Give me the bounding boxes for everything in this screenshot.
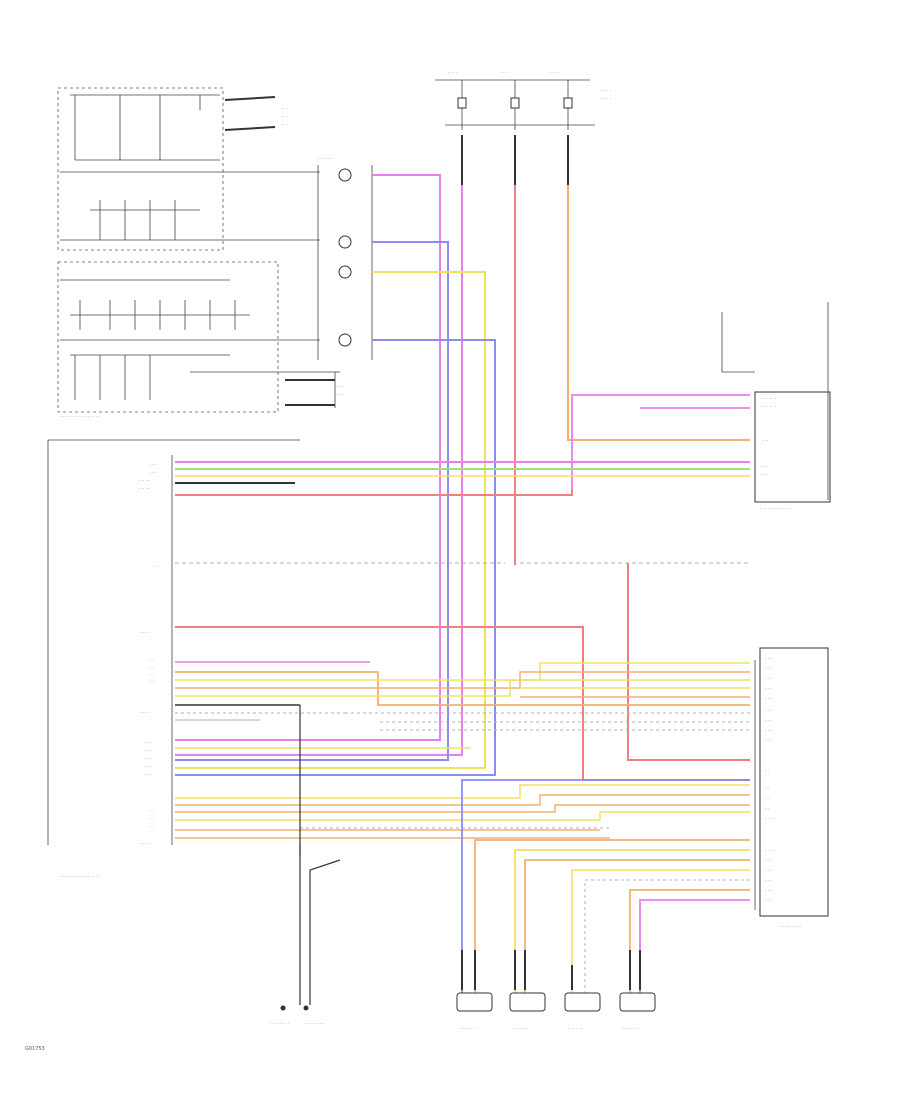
audio-system-box <box>759 647 829 917</box>
diagram-code: G01753 <box>25 1046 45 1052</box>
audio-wires <box>175 661 750 839</box>
svg-text:· · ·: · · · <box>765 868 771 873</box>
svg-text:· · · · · ·: · · · · · · <box>568 1026 582 1031</box>
fuse-1 <box>457 97 467 109</box>
svg-text:· · · ·: · · · · <box>602 96 611 101</box>
svg-text:· · · · ·: · · · · · <box>138 486 149 491</box>
svg-text:· · · · · · · · · · · · · · ·: · · · · · · · · · · · · · · · · <box>60 874 99 879</box>
svg-text:· ·: · · <box>150 824 154 829</box>
ground-wires: · · · · · · · · · · · · · · · · <box>270 705 341 1026</box>
svg-text:· · · · ·: · · · · · <box>138 478 149 483</box>
upper-switch-assembly: · · · · · · · · · <box>57 87 320 251</box>
svg-text:· · ·: · · · <box>145 748 151 753</box>
svg-text:· ·: · · <box>765 768 769 773</box>
svg-text:· · ·: · · · <box>145 756 151 761</box>
fuse-block: · · · · · · · · · · · · · · · · · · · · <box>435 70 611 130</box>
svg-text:· ·: · · <box>765 806 769 811</box>
splice-connector-3 <box>338 265 352 279</box>
svg-text:· ·: · · <box>765 796 769 801</box>
svg-text:· · ·: · · · <box>765 686 771 691</box>
svg-text:· · · ·: · · · · <box>448 70 457 75</box>
audio-system-module: · · · · · · · · · · · · · · · · · · · · … <box>754 647 829 929</box>
svg-text:· · ·: · · · <box>338 384 344 389</box>
svg-text:· · ·: · · · <box>765 718 771 723</box>
svg-text:· · · ·: · · · · <box>765 816 774 821</box>
svg-text:· ·: · · <box>765 786 769 791</box>
svg-text:· · · · · ·: · · · · · · <box>762 404 776 409</box>
subwoofer-module: · · · · · · · · · · · · · · · · · · · · … <box>721 302 831 511</box>
svg-text:· ·: · · <box>150 658 154 663</box>
svg-text:· · ·: · · · <box>765 878 771 883</box>
svg-text:· · ·: · · · <box>765 696 771 701</box>
svg-text:· ·: · · <box>150 808 154 813</box>
svg-text:· · ·: · · · <box>765 728 771 733</box>
svg-text:· · ·: · · · <box>765 888 771 893</box>
svg-text:· · ·: · · · <box>765 666 771 671</box>
svg-text:· · · ·: · · · · <box>140 710 149 715</box>
control-wires <box>175 174 496 776</box>
svg-text:· · ·: · · · <box>282 114 288 119</box>
subwoofer-wires <box>175 394 750 496</box>
ground-point-2 <box>303 1005 309 1011</box>
speaker-wires <box>461 779 750 1000</box>
ground-point-1 <box>280 1005 286 1011</box>
svg-text:· · ·: · · · <box>282 106 288 111</box>
svg-text:· · ·: · · · <box>762 438 768 443</box>
speaker-3 <box>564 992 601 1012</box>
lower-switch-assembly: · · · · · · · · · · · · · · · · · · · · … <box>57 261 344 419</box>
svg-text:· · · · · · · · ·: · · · · · · · · · <box>780 924 802 929</box>
control-module: · · · · · · · · · · · · · · · · · · · · … <box>47 439 300 879</box>
splice-connector-4 <box>338 333 352 347</box>
svg-text:· · · · · ·: · · · · · · <box>623 1026 637 1031</box>
svg-text:· · ·: · · · <box>338 392 344 397</box>
speakers: · · · · · · · · · · · · · · · · · · · · … <box>456 992 656 1031</box>
svg-text:· · ·: · · · <box>145 764 151 769</box>
svg-text:· · · · · ·: · · · · · · <box>513 1026 527 1031</box>
svg-text:· · · ·: · · · · <box>550 70 559 75</box>
fuse-3 <box>563 97 573 109</box>
svg-text:· · ·: · · · <box>765 676 771 681</box>
svg-text:· · ·: · · · <box>150 470 156 475</box>
svg-text:· · ·: · · · <box>150 462 156 467</box>
svg-text:· · · · · · · ·: · · · · · · · · <box>270 1021 289 1026</box>
svg-text:· ·: · · <box>150 816 154 821</box>
svg-text:· ·: · · <box>155 564 159 569</box>
svg-text:· · ·: · · · <box>145 740 151 745</box>
svg-text:· · · ·: · · · · <box>140 841 149 846</box>
svg-text:· · ·: · · · <box>765 656 771 661</box>
svg-text:· · · · · ·: · · · · · · <box>460 1026 474 1031</box>
svg-text:· · · · · ·: · · · · · · <box>762 396 776 401</box>
fuse-2 <box>510 97 520 109</box>
svg-text:· · ·: · · · <box>145 772 151 777</box>
svg-text:· · ·: · · · <box>765 738 771 743</box>
svg-text:· · · ·: · · · · <box>140 630 149 635</box>
upper-switch-box <box>57 87 224 251</box>
splice-connector-1 <box>338 168 352 182</box>
svg-text:· · · · · · · ·: · · · · · · · · <box>305 1021 324 1026</box>
svg-text:· · · ·: · · · · <box>765 848 774 853</box>
svg-text:· ·: · · <box>150 672 154 677</box>
svg-text:· · ·: · · · <box>765 708 771 713</box>
svg-text:· · · ·: · · · · <box>602 88 611 93</box>
svg-text:· · ·: · · · <box>765 898 771 903</box>
svg-text:· · ·: · · · <box>762 464 768 469</box>
speaker-4 <box>619 992 656 1012</box>
svg-text:· · · · · ·: · · · · · · <box>318 156 332 161</box>
splice-block: · · · · · · <box>317 156 373 360</box>
svg-text:· · · · · · · · · · · · · · ·: · · · · · · · · · · · · · · · · <box>60 414 99 419</box>
subwoofer-box <box>754 391 831 503</box>
splice-connector-2 <box>338 235 352 249</box>
svg-text:· ·: · · <box>150 679 154 684</box>
svg-text:· · ·: · · · <box>765 858 771 863</box>
svg-text:· · ·: · · · <box>282 122 288 127</box>
speaker-2 <box>509 992 546 1012</box>
svg-text:· · ·: · · · <box>762 472 768 477</box>
svg-text:· · · ·: · · · · <box>500 70 509 75</box>
svg-text:· · · · · · · · · · · · ·: · · · · · · · · · · · · · <box>760 506 792 511</box>
lower-switch-box <box>57 261 279 413</box>
speaker-1 <box>456 992 493 1012</box>
svg-text:· ·: · · <box>150 665 154 670</box>
